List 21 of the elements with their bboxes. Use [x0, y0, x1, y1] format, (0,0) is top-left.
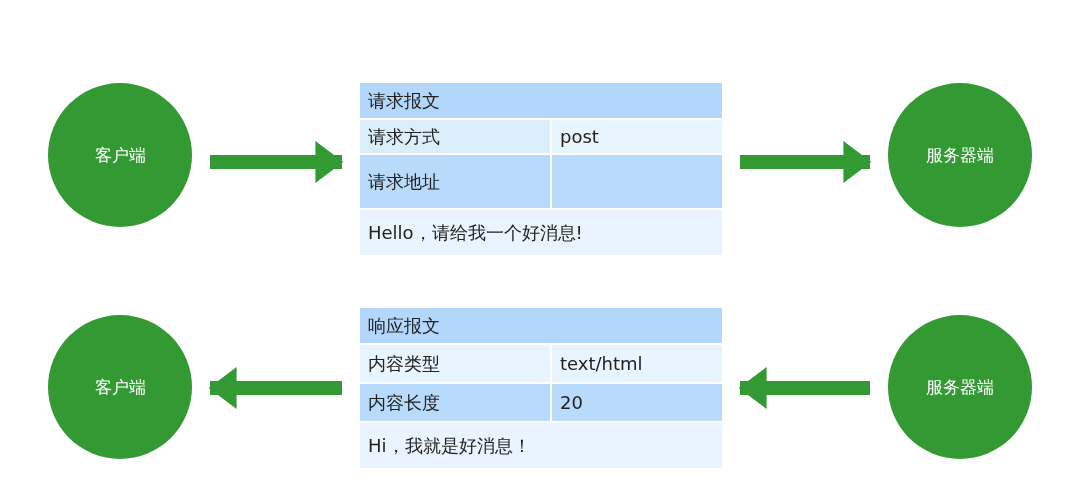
arrow [210, 141, 344, 183]
message-table [360, 308, 722, 468]
table-cell: 内容类型 [360, 345, 550, 382]
circle-label: 服务器端 [926, 375, 994, 399]
table-header: 响应报文 [360, 308, 722, 343]
table-cell: 请求地址 [360, 155, 550, 208]
table-cell: Hi，我就是好消息！ [360, 423, 722, 468]
table-cell: Hello，请给我一个好消息! [360, 210, 722, 255]
circle-label: 客户端 [94, 143, 146, 167]
arrow [208, 367, 342, 409]
circle-label: 服务器端 [926, 143, 994, 167]
arrow [740, 141, 872, 183]
table-cell: text/html [552, 345, 722, 382]
table-cell: 请求方式 [360, 120, 550, 153]
arrow [738, 367, 870, 409]
circle-label: 客户端 [94, 375, 146, 399]
table-cell: 20 [552, 384, 722, 421]
message-table [360, 83, 722, 255]
table-cell: 内容长度 [360, 384, 550, 421]
table-cell: post [552, 120, 722, 153]
table-header: 请求报文 [360, 83, 722, 118]
